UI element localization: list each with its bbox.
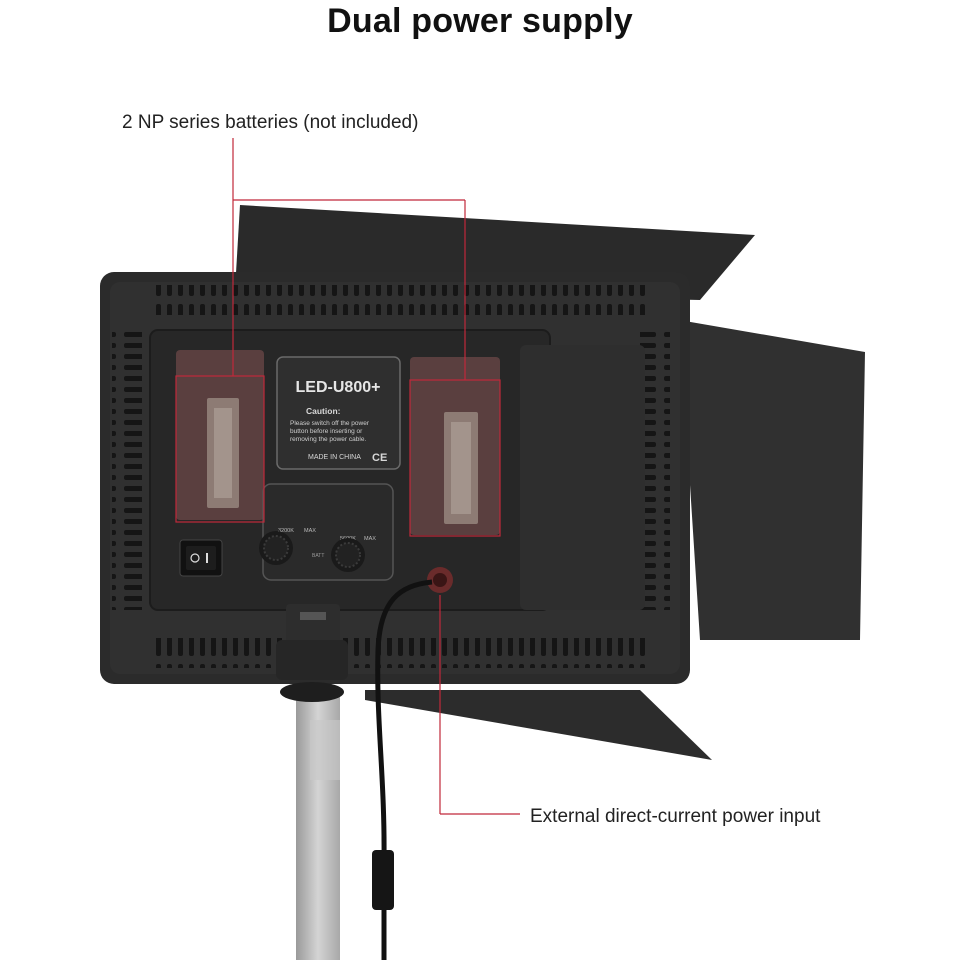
- ce-mark: CE: [372, 452, 387, 464]
- dc-power-input[interactable]: [427, 567, 453, 593]
- caution-line-1: Please switch off the power: [290, 420, 370, 427]
- model-name: LED-U800+: [296, 379, 381, 396]
- model-label-plate: LED-U800+ Caution: Please switch off the…: [276, 356, 401, 470]
- brightness-knob[interactable]: [331, 538, 365, 572]
- power-switch[interactable]: [179, 539, 223, 577]
- color-temperature-knob[interactable]: [259, 531, 293, 565]
- battery-indicator-label: BATT: [312, 553, 324, 559]
- knob-right-label-max: MAX: [364, 536, 376, 542]
- caution-line-2: button before inserting or: [290, 428, 363, 435]
- knob-left-label-kelvin: 3200K: [278, 528, 294, 534]
- page-title: Dual power supply: [327, 2, 633, 40]
- caution-title: Caution:: [306, 406, 341, 416]
- made-in-label: MADE IN CHINA: [308, 454, 361, 461]
- callout-lines: [175, 138, 520, 815]
- right-battery-plate: [410, 357, 500, 535]
- knob-left-label-max: MAX: [304, 528, 316, 534]
- power-cable: [372, 579, 433, 960]
- dc-input-callout-label: External direct-current power input: [530, 806, 821, 827]
- batteries-callout-label: 2 NP series batteries (not included): [122, 112, 419, 133]
- left-battery-plate: [176, 350, 264, 520]
- mounting-bracket: [276, 604, 348, 702]
- control-panel: 3200K MAX 5600K MAX BATT: [262, 483, 394, 581]
- caution-line-3: removing the power cable.: [290, 436, 366, 443]
- light-stand: [296, 690, 340, 960]
